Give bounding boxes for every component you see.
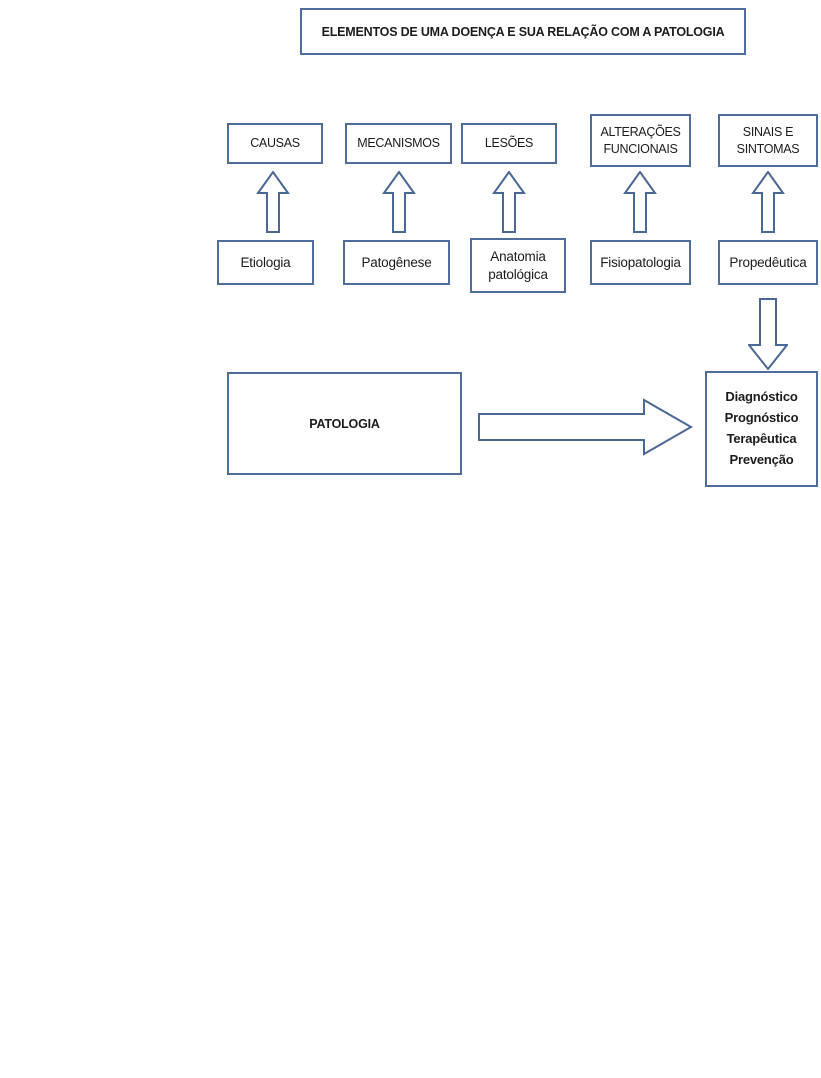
element-box-causas: CAUSAS	[227, 123, 323, 164]
arrow-down-icon	[748, 298, 788, 370]
discipline-label-fisiopatologia: Fisiopatologia	[600, 254, 681, 270]
element-label-mecanismos: MECANISMOS	[357, 136, 440, 151]
diagram-title: ELEMENTOS DE UMA DOENÇA E SUA RELAÇÃO CO…	[321, 24, 725, 39]
element-label-alteracoes-funcionais: ALTERAÇÕES FUNCIONAIS	[600, 124, 681, 156]
diagram-title-box: ELEMENTOS DE UMA DOENÇA E SUA RELAÇÃO CO…	[300, 8, 746, 55]
discipline-box-anatomia-patologica: Anatomia patológica	[470, 238, 566, 293]
discipline-box-fisiopatologia: Fisiopatologia	[590, 240, 691, 285]
arrow-up-icon-mecanismos	[382, 171, 416, 233]
element-label-sinais-e-sintomas: SINAIS E SINTOMAS	[736, 124, 800, 156]
discipline-box-etiologia: Etiologia	[217, 240, 314, 285]
arrow-right-icon	[478, 398, 693, 456]
element-box-sinais-e-sintomas: SINAIS E SINTOMAS	[718, 114, 818, 167]
element-box-alteracoes-funcionais: ALTERAÇÕES FUNCIONAIS	[590, 114, 691, 167]
outcome-terapeutica: Terapêutica	[726, 431, 797, 446]
discipline-label-propedeutica: Propedêutica	[729, 254, 807, 270]
patologia-box: PATOLOGIA	[227, 372, 462, 475]
discipline-label-anatomia-patologica: Anatomia patológica	[488, 248, 548, 282]
outcome-prognostico: Prognóstico	[724, 410, 799, 426]
arrow-up-icon-lesoes	[492, 171, 526, 233]
patologia-label: PATOLOGIA	[309, 416, 380, 431]
element-label-causas: CAUSAS	[250, 136, 300, 151]
discipline-label-etiologia: Etiologia	[240, 254, 291, 270]
arrow-up-icon-causas	[256, 171, 290, 233]
arrow-up-icon-sinais	[751, 171, 785, 233]
outcome-diagnostico: Diagnóstico	[725, 389, 798, 405]
discipline-box-patogenese: Patogênese	[343, 240, 450, 285]
element-box-mecanismos: MECANISMOS	[345, 123, 452, 164]
element-box-lesoes: LESÕES	[461, 123, 557, 164]
element-label-lesoes: LESÕES	[484, 136, 534, 151]
arrow-up-icon-alteracoes	[623, 171, 657, 233]
outcomes-box: Diagnóstico Prognóstico Terapêutica Prev…	[705, 371, 818, 487]
discipline-label-patogenese: Patogênese	[361, 254, 432, 270]
discipline-box-propedeutica: Propedêutica	[718, 240, 818, 285]
outcome-prevencao: Prevenção	[729, 451, 794, 467]
